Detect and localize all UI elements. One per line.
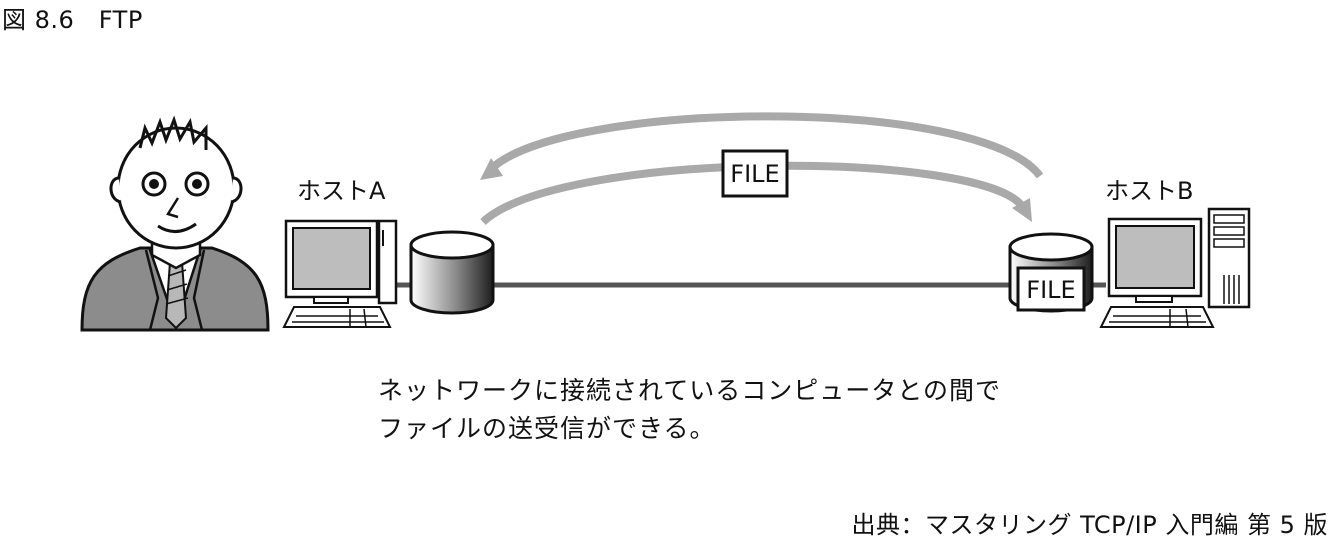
figure-title: 図 8.6 FTP	[2, 6, 143, 34]
file-box-transfer: FILE	[721, 149, 789, 198]
host-b-computer-icon	[1099, 207, 1251, 328]
host-b-database-icon: FILE	[1008, 232, 1094, 313]
file-label-transfer: FILE	[730, 160, 779, 188]
host-a-computer-icon	[282, 219, 398, 328]
arrowhead-to-host-b	[1012, 198, 1032, 222]
arrow-to-host-a	[487, 112, 1044, 179]
file-label-db: FILE	[1026, 276, 1075, 304]
host-b-label: ホストB	[1105, 177, 1194, 205]
host-a-database-icon	[409, 230, 495, 315]
host-a-label: ホストA	[297, 177, 386, 205]
diagram-caption: ネットワークに接続されているコンピュータとの間で ファイルの送受信ができる。	[378, 372, 1001, 448]
caption-line-2: ファイルの送受信ができる。	[378, 414, 716, 443]
source-credit: 出典：マスタリング TCP/IP 入門編 第 5 版	[851, 511, 1328, 539]
caption-line-1: ネットワークに接続されているコンピュータとの間で	[378, 376, 1002, 405]
user-person-icon	[80, 115, 270, 332]
arrowhead-to-host-a	[480, 158, 503, 180]
